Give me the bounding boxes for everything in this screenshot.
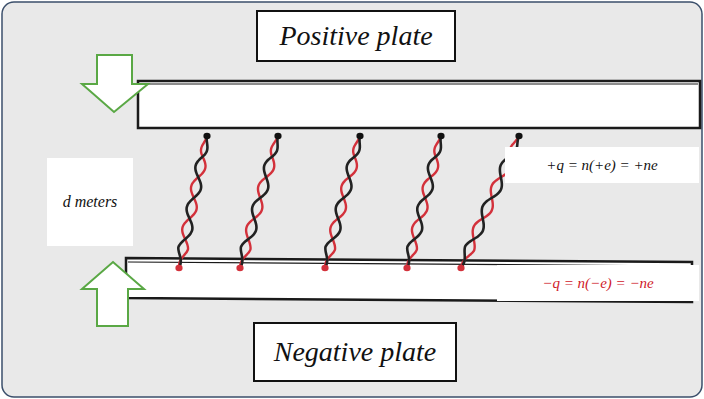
charge-wires (175, 133, 522, 271)
label-box: Negative plate (253, 322, 457, 382)
charge-formula: +q = n(+e) = +ne (505, 147, 699, 183)
negative-charge (403, 265, 410, 271)
plate-edge (140, 83, 698, 84)
positive-charge (515, 133, 522, 139)
compress-arrow (82, 55, 148, 112)
positive-charge (356, 133, 363, 139)
positive-plate (138, 81, 700, 128)
negative-charge (236, 265, 243, 271)
charge-formula: −q = n(−e) = −ne (497, 265, 699, 301)
negative-charge (321, 265, 328, 271)
label-box: Positive plate (256, 10, 456, 62)
positive-charge (437, 133, 444, 139)
plate-label: Positive plate (279, 20, 432, 52)
negative-wire (325, 136, 360, 268)
plate-label: Negative plate (274, 336, 437, 368)
negative-wire (179, 136, 207, 268)
dimension-label: d meters (47, 158, 133, 246)
compress-arrow (82, 262, 144, 326)
negative-charge (457, 265, 464, 271)
negative-charge (175, 265, 182, 271)
negative-wire (407, 136, 441, 268)
positive-wire (325, 136, 360, 268)
negative-wire (240, 136, 278, 268)
positive-wire (178, 136, 207, 268)
positive-charge (274, 133, 281, 139)
positive-wire (240, 136, 278, 268)
positive-charge (203, 133, 210, 139)
positive-wire (407, 136, 441, 268)
